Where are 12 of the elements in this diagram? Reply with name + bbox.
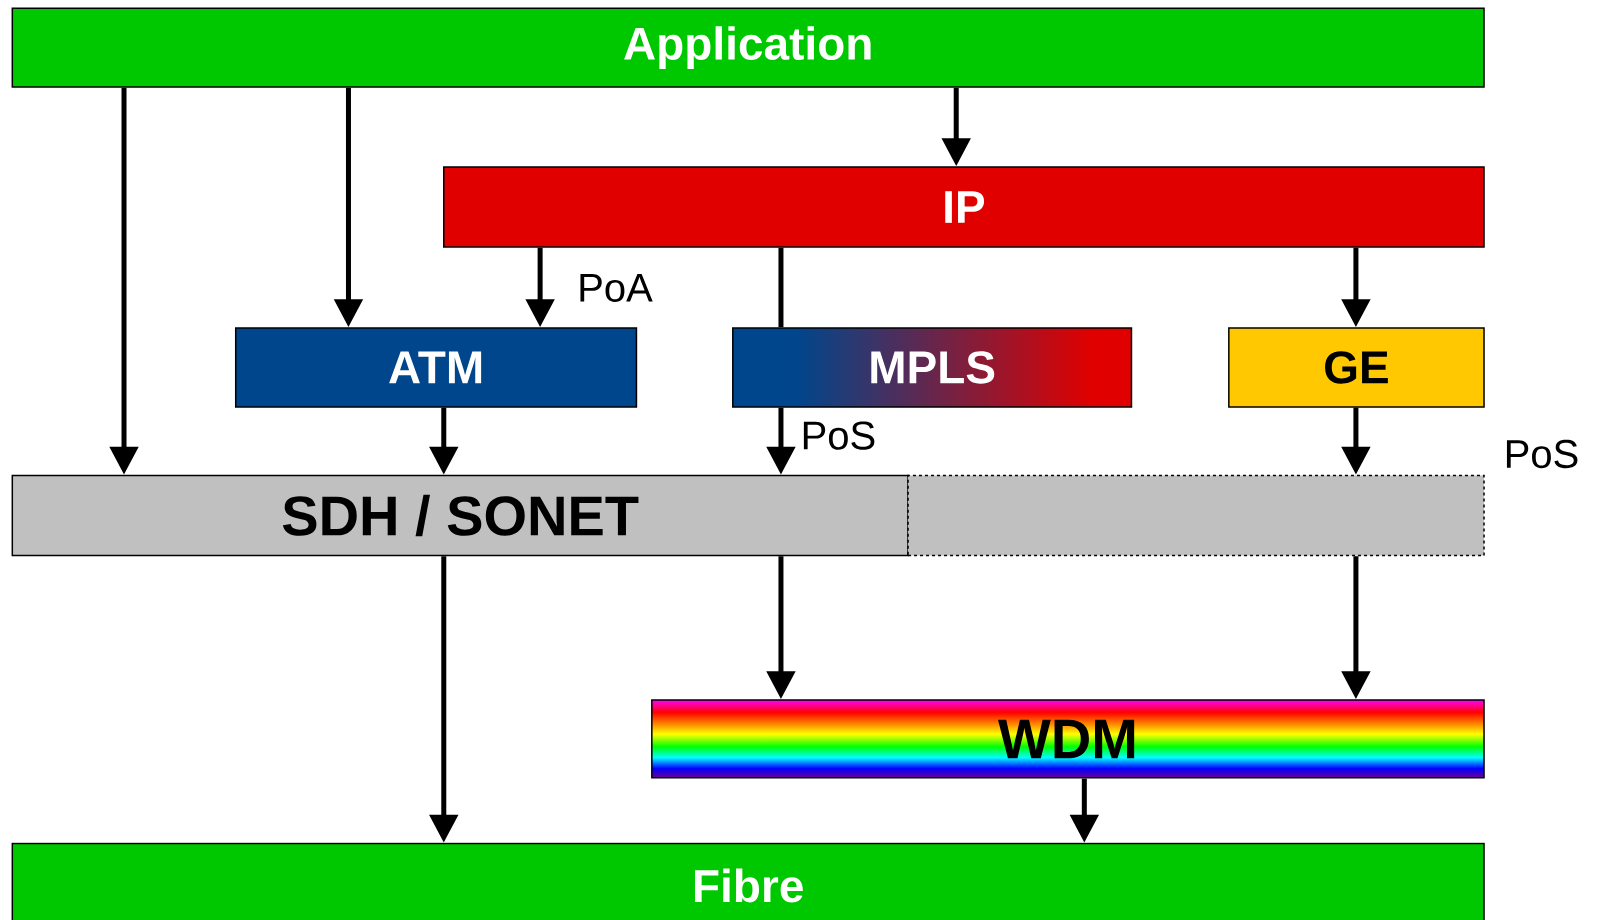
layer-box: SDH / SONET	[11, 474, 909, 557]
edge-label: PoA	[576, 273, 654, 303]
layer-box: Application	[11, 7, 1485, 88]
edge-label: PoS	[799, 420, 878, 451]
layer-box: GE	[1228, 327, 1485, 408]
layer-box: Fibre	[11, 842, 1485, 920]
connector-line	[778, 247, 784, 328]
layer-box: IP	[443, 166, 1485, 248]
layer-box: MPLS	[732, 327, 1133, 408]
layer-box: WDM	[651, 699, 1485, 779]
edge-label: PoS	[1502, 438, 1581, 470]
layer-box: ATM	[234, 327, 638, 408]
